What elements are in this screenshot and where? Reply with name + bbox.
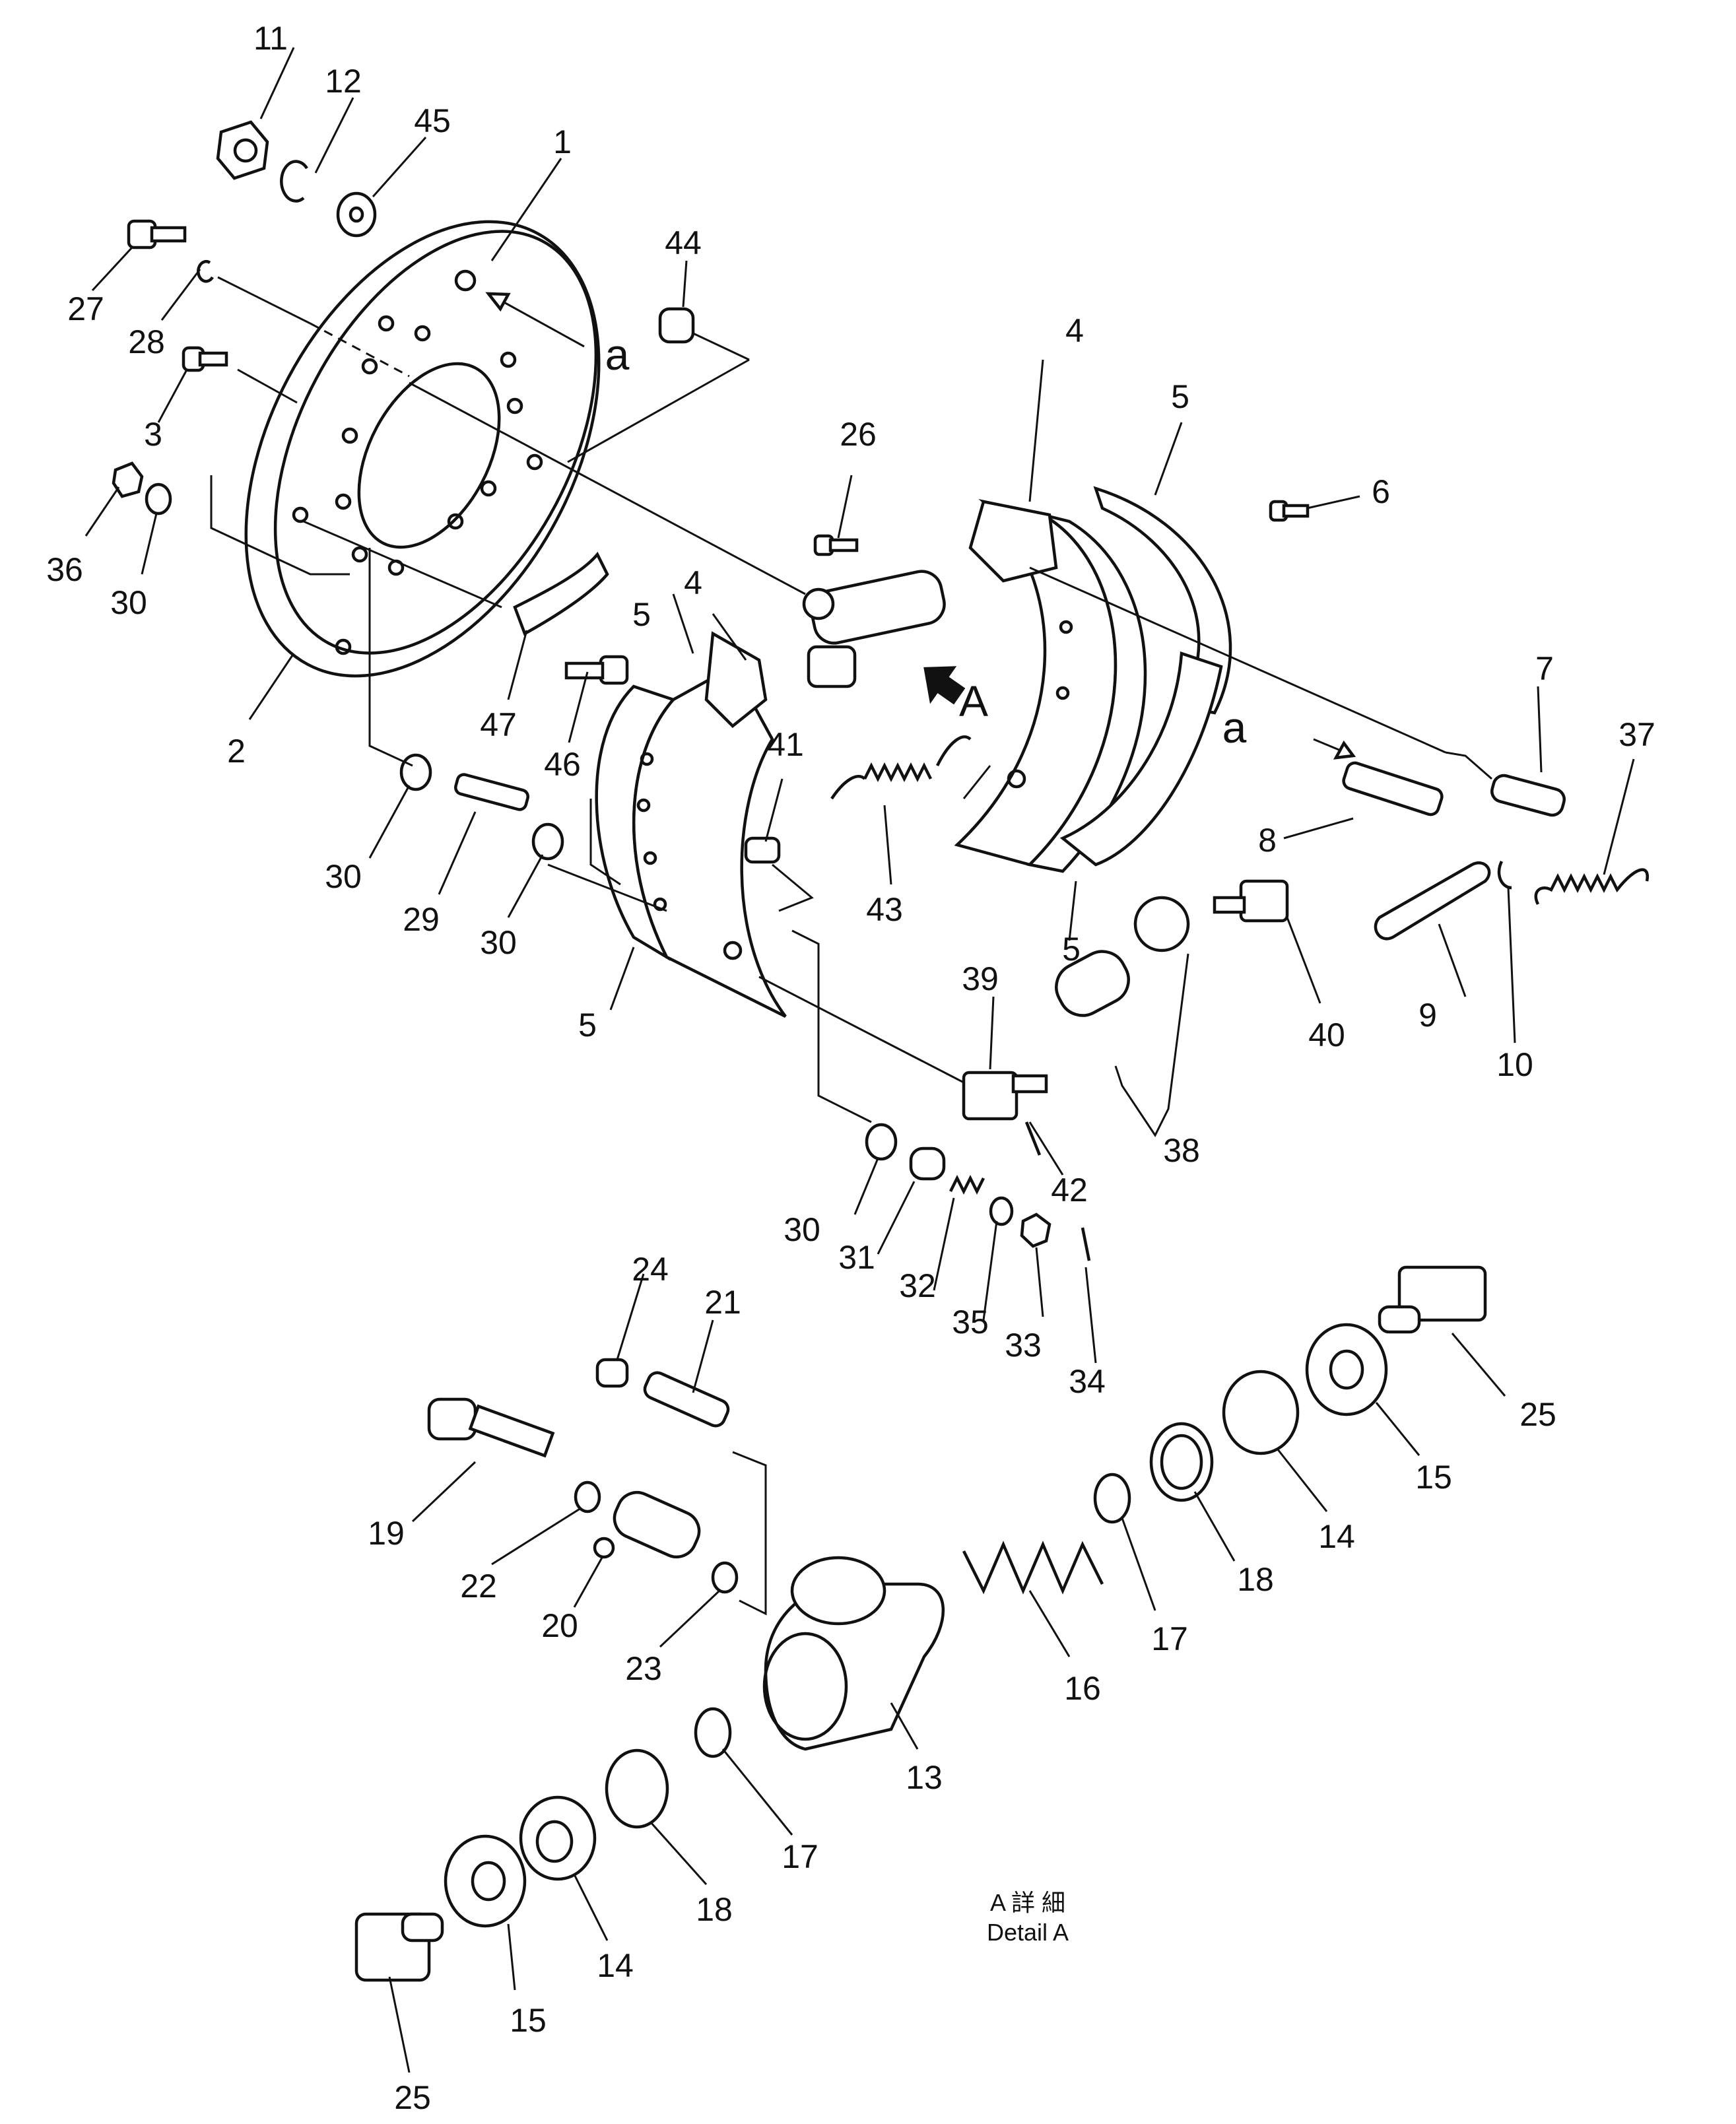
callout-18-a: 18 <box>1237 1561 1274 1598</box>
callout-20: 20 <box>541 1607 578 1644</box>
hardware-parts <box>112 120 1650 1261</box>
callout-10: 10 <box>1496 1046 1533 1083</box>
callout-35: 35 <box>952 1304 989 1341</box>
callout-8: 8 <box>1258 822 1277 859</box>
callout-31: 31 <box>838 1239 875 1276</box>
callout-33: 33 <box>1005 1327 1042 1364</box>
callout-1: 1 <box>553 123 572 160</box>
callout-14-b: 14 <box>597 1947 634 1984</box>
callout-5-c: 5 <box>1171 378 1189 415</box>
callout-16: 16 <box>1064 1670 1101 1707</box>
callout-2: 2 <box>227 733 246 770</box>
brake-shoe-right <box>954 486 1232 873</box>
callout-26: 26 <box>840 416 877 453</box>
detail-a-wheel-cylinder <box>354 1265 1487 1982</box>
callout-5-d: 5 <box>1062 931 1081 968</box>
callout-34: 34 <box>1069 1363 1106 1400</box>
callout-42: 42 <box>1051 1172 1088 1209</box>
callout-5-b: 5 <box>632 596 651 633</box>
callout-46: 46 <box>544 746 581 783</box>
wheel-cylinder-installed <box>802 570 946 688</box>
brake-shoe-left <box>595 631 787 1018</box>
callout-44: 44 <box>665 224 702 261</box>
callout-41: 41 <box>767 726 804 763</box>
callout-38: 38 <box>1163 1132 1200 1169</box>
callout-17-b: 17 <box>782 1838 818 1875</box>
callout-36: 36 <box>46 551 83 588</box>
detail-caption: A 詳 細 Detail A <box>987 1889 1069 1946</box>
marker-a-upper: a <box>605 330 630 379</box>
callout-23: 23 <box>625 1650 662 1687</box>
callout-30-a: 30 <box>110 584 147 621</box>
callout-4-a: 4 <box>684 564 702 601</box>
caption-detail-a: Detail A <box>987 1919 1069 1946</box>
callout-21: 21 <box>704 1284 741 1321</box>
callout-11: 11 <box>253 20 288 57</box>
callout-27: 27 <box>67 290 104 327</box>
callout-45: 45 <box>414 102 451 139</box>
callout-3: 3 <box>144 416 162 453</box>
callout-25-b: 25 <box>394 2079 431 2116</box>
callout-6: 6 <box>1372 473 1390 510</box>
callout-9: 9 <box>1419 997 1437 1034</box>
callout-7: 7 <box>1535 650 1554 687</box>
callout-19: 19 <box>368 1515 405 1552</box>
callout-14-a: 14 <box>1318 1518 1355 1555</box>
callout-30-c: 30 <box>480 924 517 961</box>
callout-43: 43 <box>866 891 903 928</box>
callout-17-a: 17 <box>1151 1620 1188 1657</box>
callout-13: 13 <box>906 1759 943 1796</box>
callout-15-a: 15 <box>1415 1459 1452 1496</box>
callout-labels: 11 12 45 1 44 27 28 3 36 30 2 47 46 30 2… <box>46 20 1655 2116</box>
callout-15-b: 15 <box>510 2002 547 2039</box>
callout-22: 22 <box>460 1568 497 1605</box>
callout-32: 32 <box>899 1267 936 1304</box>
callout-47: 47 <box>480 706 517 743</box>
callout-4-b: 4 <box>1065 312 1084 349</box>
callout-28: 28 <box>128 323 165 360</box>
callout-25-a: 25 <box>1519 1396 1556 1433</box>
callout-37: 37 <box>1619 716 1655 753</box>
callout-29: 29 <box>403 901 440 938</box>
callout-30-b: 30 <box>325 858 362 895</box>
callout-24: 24 <box>632 1251 669 1288</box>
marker-detail-A: A <box>959 677 988 725</box>
callout-40: 40 <box>1308 1016 1345 1053</box>
marker-a-lower: a <box>1222 703 1247 752</box>
callout-5-a: 5 <box>578 1007 597 1044</box>
leader-lines <box>84 47 1635 2073</box>
callout-30-d: 30 <box>784 1211 820 1248</box>
caption-japanese: A 詳 細 <box>990 1889 1065 1916</box>
callout-18-b: 18 <box>696 1891 733 1928</box>
backing-plate <box>244 220 601 678</box>
callout-12: 12 <box>325 63 362 100</box>
callout-39: 39 <box>962 960 999 997</box>
